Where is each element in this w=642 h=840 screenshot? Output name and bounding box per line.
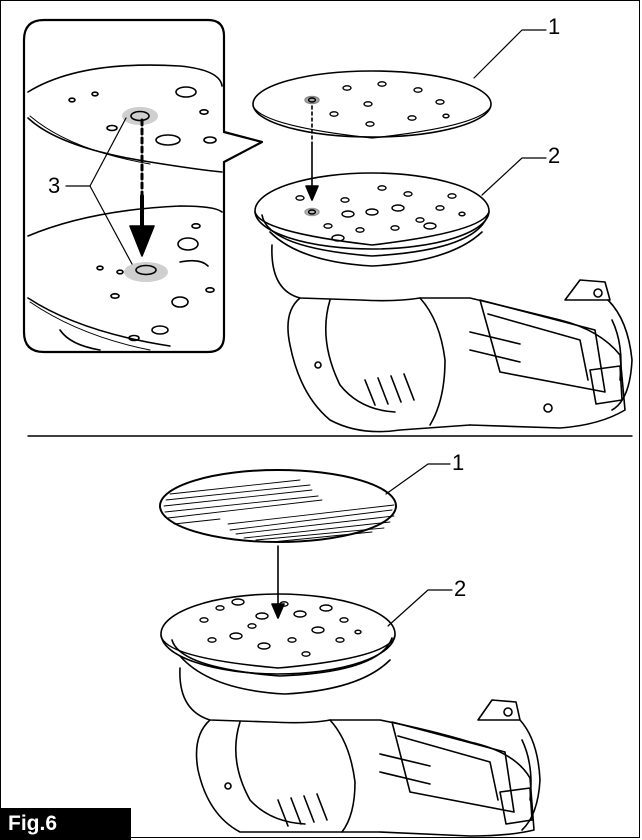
callout-1-top: 1	[548, 14, 561, 39]
top-leader-lines	[473, 29, 547, 196]
paper-hatching	[163, 479, 395, 543]
callout-3-top: 3	[48, 173, 61, 198]
bottom-sander-body	[171, 637, 541, 837]
callout-1-bottom: 1	[452, 450, 465, 475]
top-abrasive-disc	[252, 70, 492, 201]
top-sander-body	[261, 213, 633, 433]
bottom-sanding-pad	[160, 593, 396, 675]
top-sanding-pad	[254, 172, 490, 250]
callout-2-bottom: 2	[454, 576, 467, 601]
inset-content	[27, 64, 223, 351]
bottom-abrasive-paper	[159, 469, 397, 619]
figure-label: Fig.6	[0, 808, 131, 840]
bottom-leader-lines	[385, 463, 453, 627]
callout-2-top: 2	[548, 143, 561, 168]
